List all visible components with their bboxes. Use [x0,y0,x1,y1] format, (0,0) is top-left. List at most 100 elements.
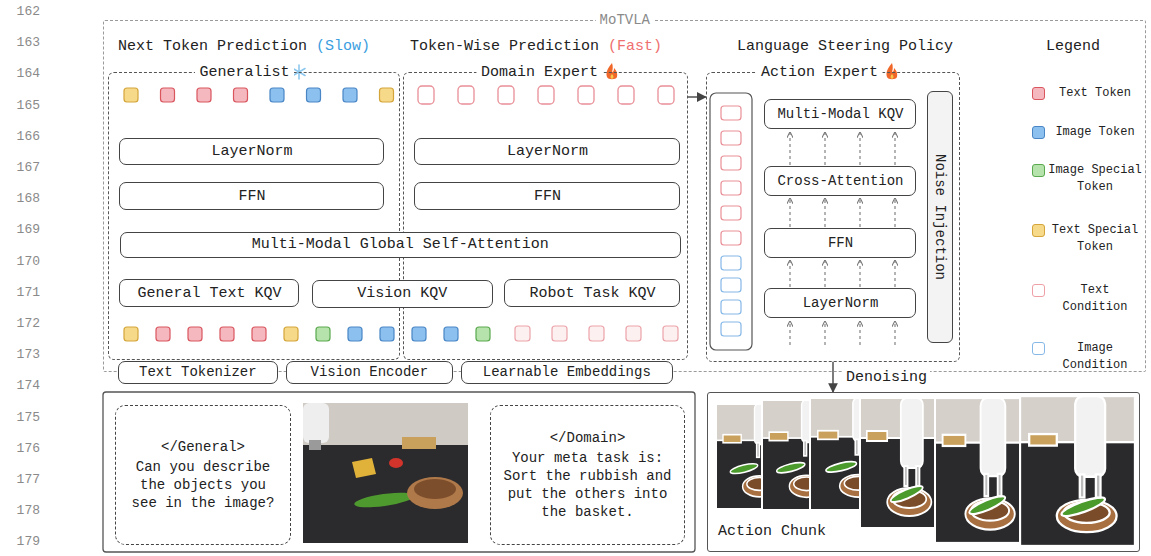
layer-box: LayerNorm [764,288,916,318]
legend-label: Image Condition [1048,340,1142,374]
model-frame: MoTVLAGeneralistLayerNormFFNGeneral Text… [103,20,1146,372]
layer-box: FFN [764,228,916,258]
scene-photo [303,403,468,543]
line-number: 165 [10,97,40,115]
line-number-text: 169 [17,222,40,237]
line-number: 179 [10,533,40,551]
group-title: Domain Expert [477,63,602,82]
prompt-tag: </Domain> [550,429,626,447]
legend-label: Text Token [1048,85,1142,102]
prompt-text: Your meta task is: Sort the rubbish and … [499,449,676,522]
line-number: 169 [10,221,40,239]
token-row [124,88,394,102]
layer-box: FFN [414,182,680,210]
group-title: MoTVLA [596,11,654,29]
connector-arrow [688,96,706,97]
section-header: Legend [1046,38,1100,56]
module-group: Action ExpertMulti-Modal KQVCross-Attent… [706,72,960,362]
layer-box: Cross-Attention [764,166,916,196]
module-group: Domain ExpertLayerNormFFNRobot Task KQV [403,72,688,360]
token-row [418,86,674,104]
layer-box: General Text KQV [119,279,299,307]
section-header: (Slow) [316,38,370,56]
line-number-text: 164 [17,66,40,81]
group-title-text: Action Expert [757,64,882,81]
line-number: 166 [10,128,40,146]
group-title-text: Generalist [195,64,293,81]
legend-label: Text Condition [1048,282,1142,316]
legend-swatch [1032,224,1045,237]
legend-text: Image Token [1055,125,1134,139]
section-header-text: Token-Wise Prediction [410,38,599,55]
prompt-tag: </General> [161,438,245,456]
action-frames [716,396,1135,546]
line-number: 175 [10,409,40,427]
line-number: 168 [10,190,40,208]
section-header: Language Steering Policy [737,38,953,56]
line-number: 162 [10,3,40,21]
line-number-text: 173 [17,347,40,362]
layer-name: Robot Task KQV [529,285,655,302]
layer-box: Multi-Modal Global Self-Attention [120,232,681,258]
layer-name: LayerNorm [211,143,292,160]
group-title-text: MoTVLA [596,12,654,28]
layer-name: Vision KQV [357,285,447,302]
layer-name: Text Tokenizer [139,364,257,380]
layer-name: LayerNorm [803,295,879,311]
line-number: 174 [10,377,40,395]
line-number: 177 [10,471,40,489]
connector-arrow [832,362,833,392]
edge-label-text: Denoising [843,369,930,386]
panel-caption-text: Action Chunk [718,523,826,540]
prompt-panel [103,392,695,552]
layer-box: Multi-Modal KQV [764,99,916,129]
legend-text: Text Condition [1063,283,1128,314]
legend-swatch [1032,87,1045,100]
group-title: Action Expert [757,63,882,82]
line-number-text: 165 [17,98,40,113]
line-number-text: 176 [17,441,40,456]
legend-label: Text Special Token [1048,222,1142,256]
group-title: Generalist [195,63,293,82]
layer-name: FFN [828,235,853,251]
line-number: 171 [10,284,40,302]
action-chunk-panel: Action Chunk [707,392,1140,552]
line-number-text: 177 [17,472,40,487]
legend-swatch [1032,126,1045,139]
line-number-text: 167 [17,160,40,175]
line-number: 176 [10,440,40,458]
section-header: Next Token Prediction [118,38,307,56]
layer-box: Vision KQV [312,280,493,308]
section-header-text: (Fast) [608,38,662,55]
line-number-text: 162 [17,4,40,19]
line-number-text: 171 [17,285,40,300]
token-row [124,326,678,341]
line-number: 170 [10,253,40,271]
condition-column [710,93,752,350]
group-title-text: Domain Expert [477,64,602,81]
legend-text: Text Token [1059,86,1131,100]
prompt-text: Can you describe the objects you see in … [124,458,282,513]
legend-text: Image Special Token [1048,163,1142,194]
line-number: 164 [10,65,40,83]
legend-label: Image Token [1048,124,1142,141]
layer-name: FFN [534,188,561,205]
line-number: 173 [10,346,40,364]
prompt-box: </General> Can you describe the objects y… [115,405,291,545]
line-number-text: 170 [17,254,40,269]
layer-name: Learnable Embeddings [483,364,651,380]
layer-box: Text Tokenizer [118,361,278,384]
line-number-text: 178 [17,503,40,518]
layer-name: Vision Encoder [310,364,428,380]
layer-name: LayerNorm [507,143,588,160]
line-number-text: 168 [17,191,40,206]
legend-swatch [1032,342,1045,355]
line-number-text: 174 [17,378,40,393]
layer-box: LayerNorm [119,138,384,165]
module-group: GeneralistLayerNormFFNGeneral Text KQV [108,72,400,360]
vertical-label: Noise Injection [932,154,948,280]
section-header-text: Language Steering Policy [737,38,953,55]
layer-name: General Text KQV [137,285,281,302]
section-header-text: Legend [1046,38,1100,55]
